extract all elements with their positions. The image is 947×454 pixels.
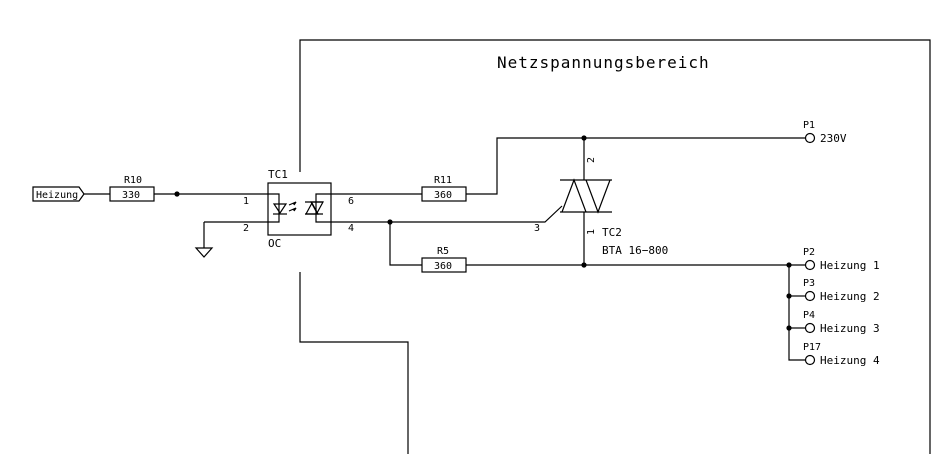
- svg-text:TC1: TC1: [268, 168, 288, 181]
- svg-text:6: 6: [348, 196, 354, 207]
- optocoupler-tc1: TC1 OC 1 2 6 4: [243, 168, 354, 250]
- resistor-r5: R5 360: [421, 246, 467, 273]
- junction-dots: [174, 135, 792, 331]
- svg-text:P1: P1: [803, 120, 815, 131]
- port-p2: P2 Heizung 1: [803, 247, 880, 272]
- svg-text:R11: R11: [434, 175, 452, 186]
- resistor-r11: R11 360: [421, 175, 467, 202]
- svg-text:P2: P2: [803, 247, 815, 258]
- resistor-r10: R10 330: [109, 175, 155, 202]
- wires: [84, 137, 805, 361]
- optocoupler-led-icon: [268, 193, 297, 223]
- svg-text:TC2: TC2: [602, 226, 622, 239]
- svg-text:230V: 230V: [820, 132, 847, 145]
- svg-text:Heizung 1: Heizung 1: [820, 259, 880, 272]
- mains-region-border: [299, 39, 931, 454]
- heizung-input-label: Heizung: [32, 186, 85, 202]
- svg-text:Heizung 4: Heizung 4: [820, 354, 880, 367]
- svg-text:4: 4: [348, 223, 354, 234]
- svg-text:1: 1: [586, 229, 597, 235]
- svg-text:P17: P17: [803, 342, 821, 353]
- svg-text:1: 1: [243, 196, 249, 207]
- port-p17: P17 Heizung 4: [803, 342, 880, 367]
- port-p3: P3 Heizung 2: [803, 278, 880, 303]
- svg-text:R10: R10: [124, 175, 142, 186]
- triac-tc2: TC2 BTA 16−800 2 1 3: [534, 157, 668, 257]
- svg-text:Heizung 2: Heizung 2: [820, 290, 880, 303]
- svg-text:R5: R5: [437, 246, 449, 257]
- svg-text:360: 360: [434, 261, 452, 272]
- svg-text:360: 360: [434, 190, 452, 201]
- svg-text:2: 2: [586, 157, 597, 163]
- svg-text:Heizung 3: Heizung 3: [820, 322, 880, 335]
- svg-text:OC: OC: [268, 237, 281, 250]
- region-title: Netzspannungsbereich: [497, 53, 710, 72]
- port-p4: P4 Heizung 3: [803, 310, 880, 335]
- svg-text:2: 2: [243, 223, 249, 234]
- svg-text:P3: P3: [803, 278, 815, 289]
- ground-symbol: [194, 247, 214, 258]
- optocoupler-diac-icon: [304, 193, 331, 223]
- svg-text:330: 330: [122, 190, 140, 201]
- svg-text:3: 3: [534, 223, 540, 234]
- svg-text:P4: P4: [803, 310, 815, 321]
- svg-text:BTA 16−800: BTA 16−800: [602, 244, 668, 257]
- svg-text:Heizung: Heizung: [36, 190, 78, 201]
- port-p1: P1 230V: [803, 120, 847, 145]
